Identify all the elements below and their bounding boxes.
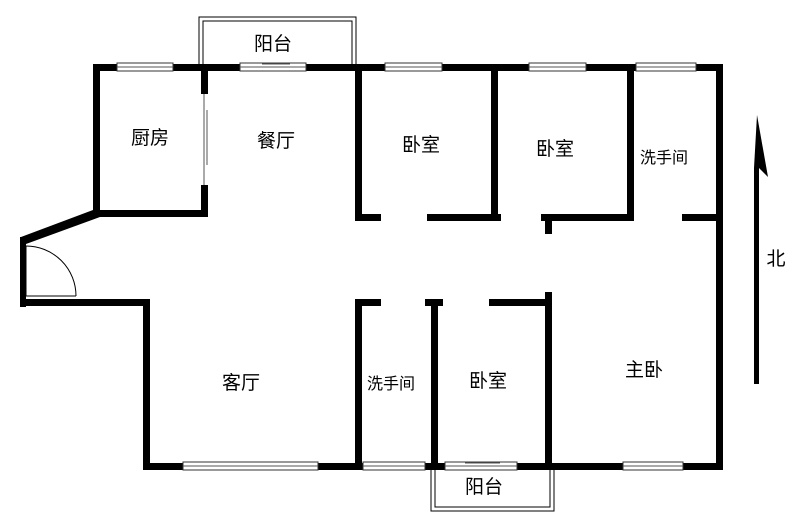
windows (116, 62, 697, 471)
room-label-washroom-top: 洗手间 (640, 148, 688, 167)
window-bedroom-2 (528, 62, 587, 72)
kitchen-sliding-door (203, 94, 208, 185)
window-washroom-top (635, 62, 697, 72)
window-washroom-bottom (362, 461, 426, 471)
window-kitchen (116, 62, 174, 72)
window-bedroom-1 (384, 62, 443, 72)
room-label-washroom-bottom: 洗手间 (367, 374, 415, 393)
room-label-living: 客厅 (222, 372, 260, 394)
window-master (622, 461, 684, 471)
compass-label: 北 (766, 248, 785, 270)
room-label-bedroom-2: 卧室 (536, 138, 574, 160)
walls (20, 64, 723, 470)
window-bedroom-3-balcony (444, 461, 518, 471)
room-label-bedroom-3: 卧室 (469, 370, 507, 392)
room-label-balcony-bottom: 阳台 (465, 476, 503, 498)
room-label-balcony-top: 阳台 (254, 33, 292, 55)
room-label-master-bedroom: 主卧 (625, 359, 663, 381)
room-label-bedroom-1: 卧室 (402, 134, 440, 156)
entrance-door (25, 245, 77, 297)
room-label-kitchen: 厨房 (131, 127, 169, 149)
window-dining-balcony (239, 62, 307, 72)
window-living (182, 461, 319, 471)
north-arrow-icon (754, 115, 768, 384)
room-label-dining: 餐厅 (257, 130, 295, 152)
